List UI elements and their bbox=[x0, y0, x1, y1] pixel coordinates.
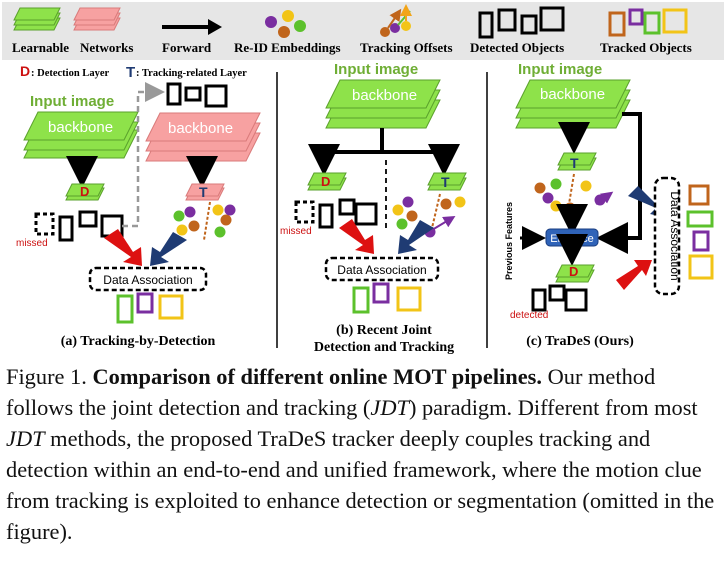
navy-arrow-a bbox=[150, 232, 187, 266]
t-label-a: T bbox=[199, 184, 208, 200]
t-label-c: T bbox=[570, 155, 579, 171]
det-layer-letter: D bbox=[20, 63, 30, 79]
networks-legend-icon bbox=[73, 7, 121, 31]
caption-text-3: methods, the proposed TraDeS tracker dee… bbox=[6, 426, 715, 544]
data-association-box-b bbox=[324, 256, 440, 282]
backbone-a: backbone bbox=[23, 111, 139, 159]
figure-caption: Figure 1. Comparison of different online… bbox=[6, 361, 722, 547]
tracked-objects-icon bbox=[608, 8, 688, 37]
panel-c: Input image backbone T Previous Fea bbox=[504, 61, 714, 349]
learnable-legend-icon bbox=[13, 7, 61, 31]
navy-arrow-b bbox=[398, 220, 434, 254]
input-boxes-a bbox=[166, 82, 228, 108]
panel-a-caption: (a) Tracking-by-Detection bbox=[61, 334, 216, 349]
data-association-box-c bbox=[653, 176, 681, 296]
panel-b-caption-line2: Detection and Tracking bbox=[314, 340, 454, 355]
caption-text-2: ) paradigm. Different from most bbox=[408, 395, 698, 420]
d-label-b: D bbox=[321, 174, 330, 189]
legend-detected: Detected Objects bbox=[470, 40, 564, 55]
previous-features-label: Previous Features bbox=[504, 202, 514, 280]
tracked-output-a bbox=[116, 292, 184, 324]
data-association-box-a bbox=[88, 266, 208, 292]
backbone-label-a: backbone bbox=[48, 119, 113, 136]
panel-b: Input image backbone D T missed bbox=[280, 61, 467, 355]
caption-bold: Comparison of different online MOT pipel… bbox=[92, 364, 542, 389]
legend-networks: Networks bbox=[80, 40, 133, 55]
t-label-b: T bbox=[441, 174, 450, 190]
data-association-label-a: Data Association bbox=[103, 273, 192, 287]
forward-arrow-icon bbox=[162, 19, 222, 35]
backbone-label-c: backbone bbox=[540, 86, 605, 103]
trk-layer-a: T bbox=[185, 183, 225, 201]
backbone-label-b: backbone bbox=[352, 87, 417, 104]
det-layer-text: : Detection Layer bbox=[31, 68, 109, 79]
detected-label-c: detected bbox=[510, 310, 548, 321]
det-layer-b: D bbox=[307, 172, 347, 191]
input-image-label-c: Input image bbox=[518, 61, 602, 78]
legend-tracked: Tracked Objects bbox=[600, 40, 692, 55]
enhance-label: Enhance bbox=[550, 233, 593, 245]
tracking-offsets-icon bbox=[380, 4, 412, 37]
detections-b bbox=[294, 198, 378, 229]
backbone-label-a2: backbone bbox=[168, 120, 233, 137]
panel-c-caption: (c) TraDeS (Ours) bbox=[526, 334, 634, 349]
caption-jdt-1: JDT bbox=[370, 395, 409, 420]
red-arrow-a bbox=[104, 229, 142, 266]
trk-layer-letter: T bbox=[126, 64, 135, 81]
legend-learnable: Learnable bbox=[12, 40, 69, 55]
backbone-c: backbone bbox=[515, 79, 631, 129]
tracked-output-b bbox=[352, 282, 422, 314]
input-image-label-a: Input image bbox=[30, 93, 114, 110]
det-layer-c: D bbox=[555, 264, 595, 283]
det-layer-a: D bbox=[65, 183, 105, 201]
red-arrow-b bbox=[339, 219, 374, 254]
detected-objects-icon bbox=[478, 6, 565, 39]
backbone-b: backbone bbox=[325, 79, 441, 129]
reid-dots-a bbox=[173, 204, 236, 238]
network-backbone-a: backbone bbox=[145, 112, 261, 162]
trk-layer-text: : Tracking-related Layer bbox=[136, 68, 247, 79]
layer-legend: D : Detection Layer T : Tracking-related… bbox=[20, 63, 247, 81]
d-label-c: D bbox=[569, 264, 578, 279]
detections-a bbox=[34, 210, 124, 242]
trk-layer-c: T bbox=[557, 152, 597, 171]
missed-label-b: missed bbox=[280, 226, 312, 237]
tracked-output-c bbox=[686, 184, 714, 280]
missed-label-a: missed bbox=[16, 238, 48, 249]
legend-offsets: Tracking Offsets bbox=[360, 40, 453, 55]
legend-forward: Forward bbox=[162, 40, 212, 55]
data-association-label-c: Data Association bbox=[668, 191, 682, 280]
reid-dots-b bbox=[392, 196, 466, 238]
caption-prefix: Figure 1. bbox=[6, 364, 87, 389]
red-arrow-c bbox=[616, 260, 652, 290]
input-image-label-b: Input image bbox=[334, 61, 418, 78]
legend-bar: Learnable Networks Forward Re-ID Embeddi… bbox=[2, 2, 724, 60]
caption-text-1: Our method follows the joint detection a… bbox=[6, 364, 656, 420]
panel-a: Input image backbone D missed bbox=[16, 82, 261, 349]
data-association-label-b: Data Association bbox=[337, 263, 426, 277]
caption-jdt-2: JDT bbox=[6, 426, 45, 451]
trk-layer-b: T bbox=[427, 172, 467, 191]
reid-dots-icon bbox=[265, 10, 306, 38]
figure-1-diagram: Learnable Networks Forward Re-ID Embeddi… bbox=[2, 2, 724, 355]
detections-c bbox=[531, 284, 588, 312]
d-label-a: D bbox=[80, 184, 89, 199]
panel-b-caption-line1: (b) Recent Joint bbox=[336, 323, 432, 338]
legend-reid: Re-ID Embeddings bbox=[234, 40, 341, 55]
